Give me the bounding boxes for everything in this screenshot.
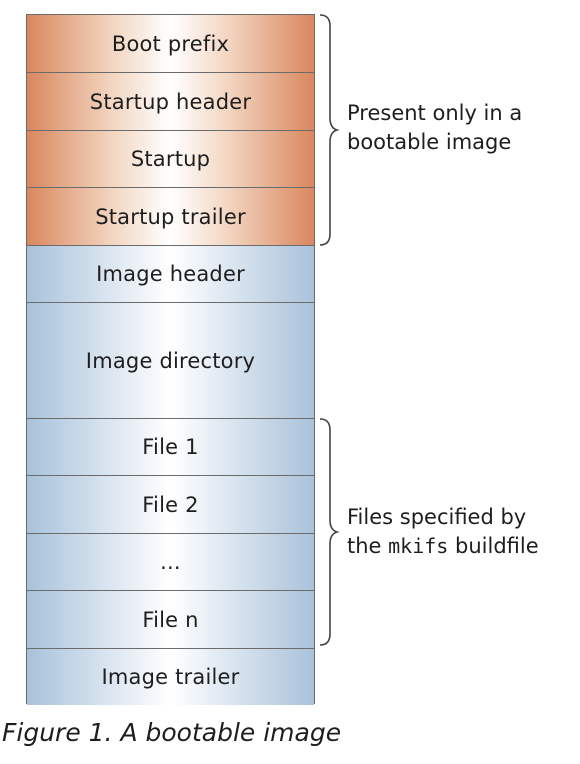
block-label: Image trailer — [101, 665, 240, 689]
bootable-section-brace — [319, 14, 340, 246]
block-label: File n — [142, 607, 199, 632]
block-startup: Startup — [27, 130, 314, 187]
block-image-trailer: Image trailer — [27, 648, 314, 705]
block-image-directory: Image directory — [27, 302, 314, 418]
block-label: Boot prefix — [111, 31, 230, 56]
files-annotation-line2: the mkifs buildfile — [347, 532, 539, 561]
block-label: Startup trailer — [95, 204, 246, 229]
files-section-brace — [319, 418, 340, 646]
block-label: File 2 — [142, 492, 199, 517]
block-ellipsis: ... — [27, 533, 314, 590]
block-boot-prefix: Boot prefix — [27, 15, 314, 72]
files-annotation: Files specified by the mkifs buildfile — [347, 503, 539, 561]
block-label: Image header — [96, 262, 245, 286]
block-startup-header: Startup header — [27, 72, 314, 130]
block-label: Startup — [130, 147, 211, 171]
block-label: Image directory — [85, 348, 256, 373]
bootable-annotation: Present only in a bootable image — [347, 99, 522, 157]
bootable-annotation-line1: Present only in a — [347, 101, 523, 125]
files-annotation-line1: Files specified by — [347, 505, 527, 529]
block-file-n: File n — [27, 590, 314, 648]
files-annotation-prefix: the — [347, 534, 389, 558]
bootable-annotation-line2: bootable image — [347, 130, 512, 154]
block-label: Startup header — [89, 89, 252, 114]
figure-caption: Figure 1. A bootable image — [2, 718, 342, 747]
block-label: ... — [160, 550, 181, 574]
block-file-2: File 2 — [27, 475, 314, 533]
block-file-1: File 1 — [27, 418, 314, 475]
mkifs-code: mkifs — [388, 534, 449, 558]
block-label: File 1 — [142, 435, 199, 459]
files-annotation-suffix: buildfile — [448, 534, 539, 558]
image-layout-stack: Boot prefix Startup header Startup Start… — [26, 14, 315, 705]
block-startup-trailer: Startup trailer — [27, 187, 314, 245]
block-image-header: Image header — [27, 245, 314, 302]
